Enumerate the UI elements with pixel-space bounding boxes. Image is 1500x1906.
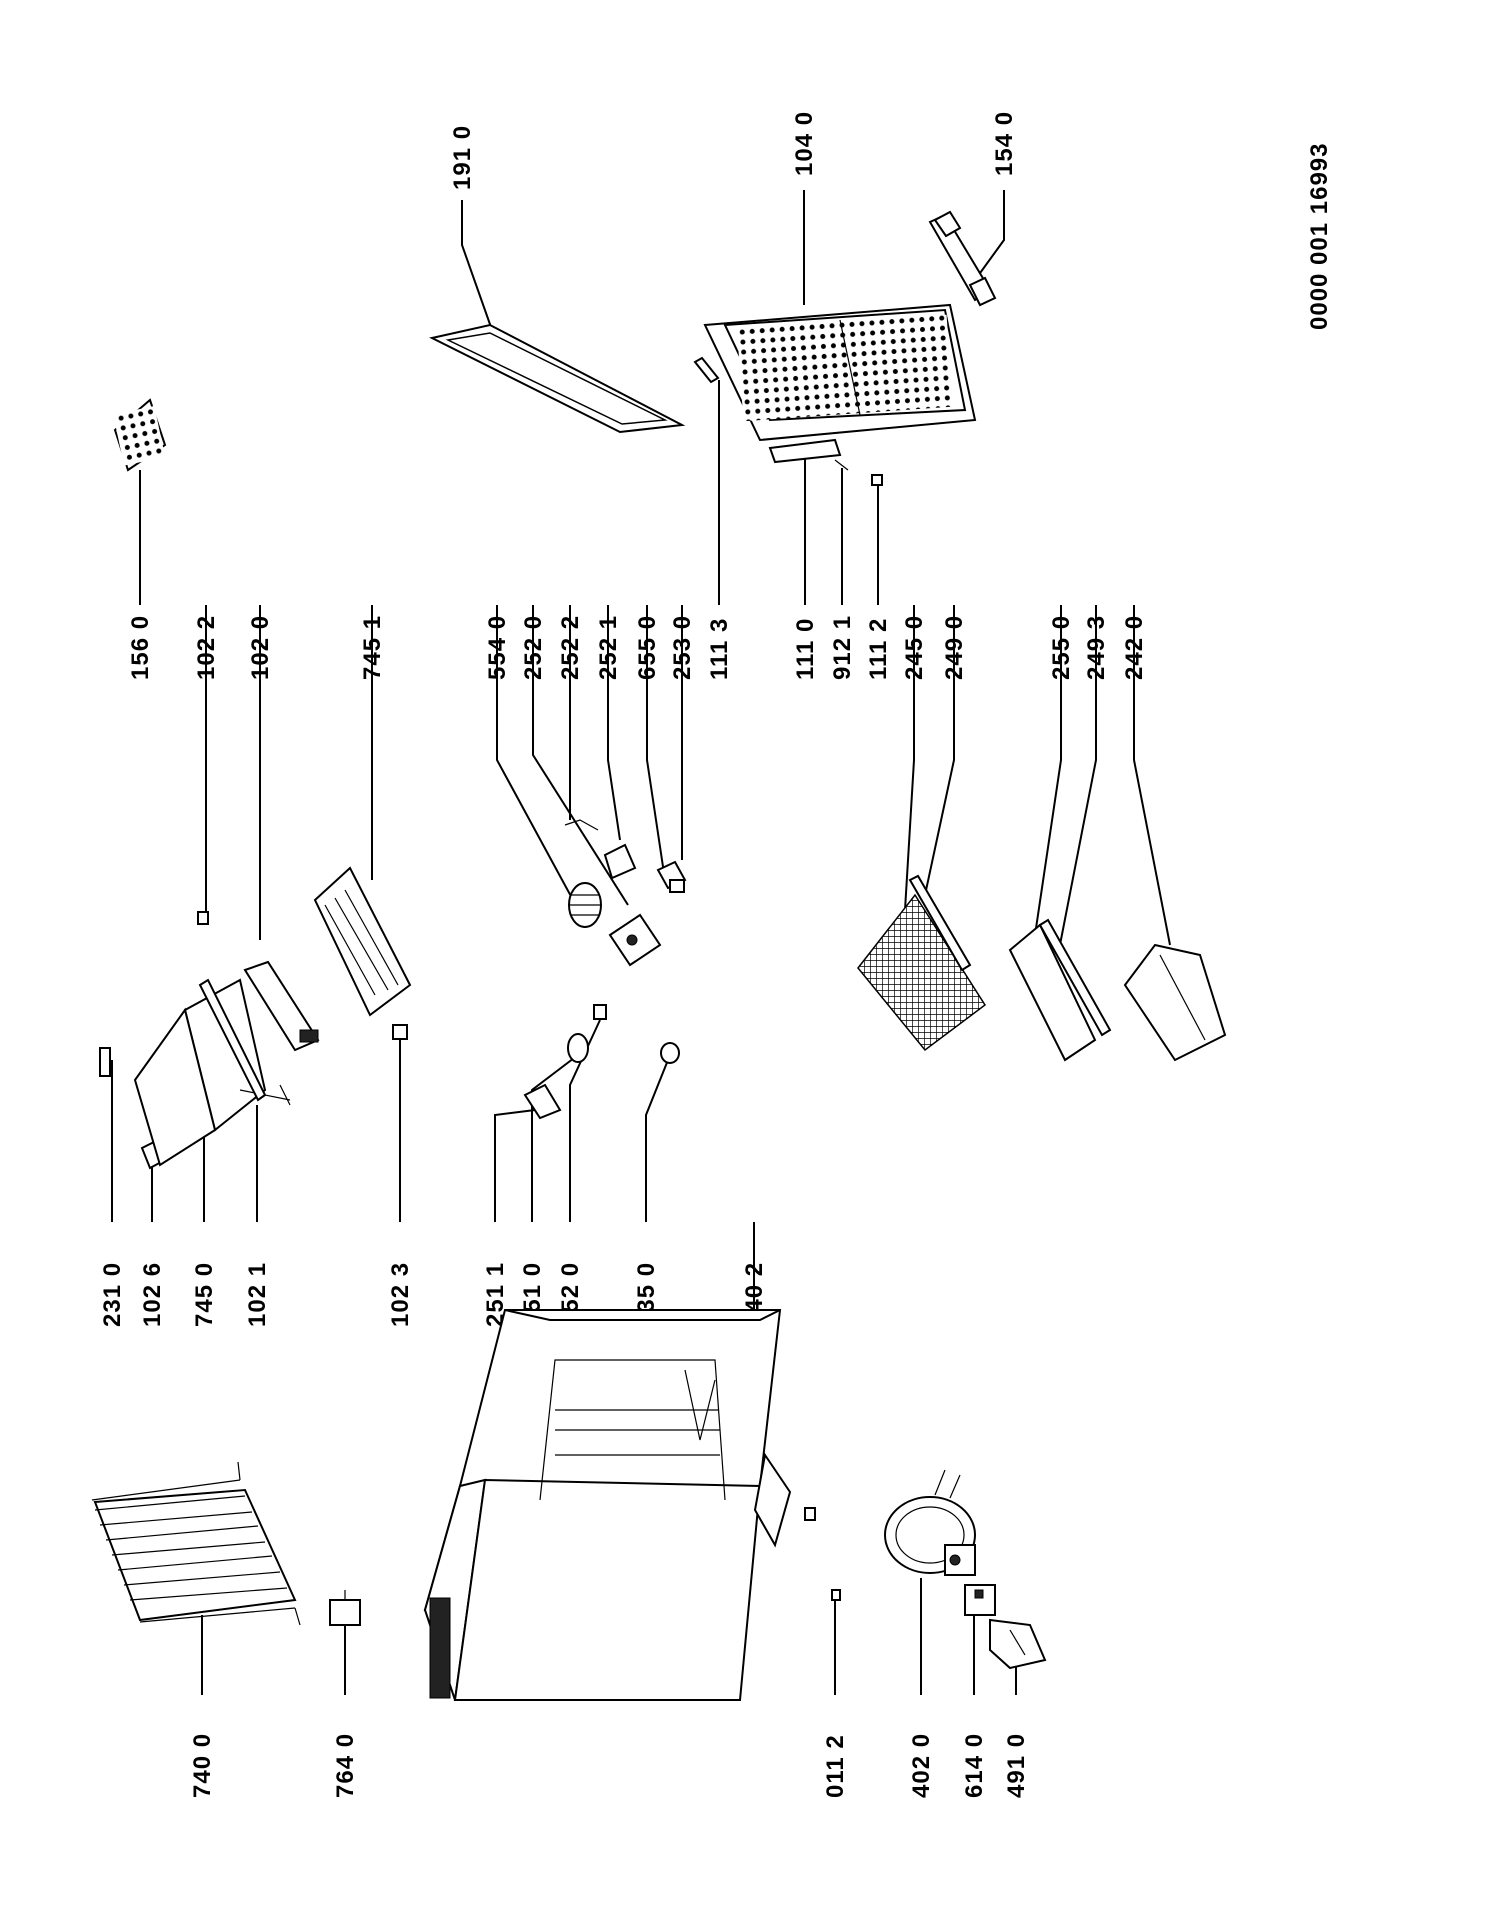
- thermostat-housing: [608, 913, 662, 967]
- leader-335-0: [645, 1059, 669, 1222]
- crisper: [1123, 943, 1227, 1062]
- bracket: [753, 1452, 841, 1601]
- leader-154-0: [974, 190, 1005, 281]
- terminal-block: [523, 1083, 562, 1120]
- label-191-0: 191 0: [449, 125, 476, 190]
- shelf-frame: [313, 866, 412, 1017]
- leader-242-0: [1133, 605, 1171, 946]
- label-102-1: 102 1: [244, 1262, 271, 1327]
- label-402-0: 402 0: [908, 1733, 935, 1798]
- leader-lines: [111, 190, 1171, 1695]
- label-102-6: 102 6: [139, 1262, 166, 1327]
- filter-drier: [329, 1590, 361, 1635]
- hinge-bush: [871, 474, 883, 486]
- label-491-0: 491 0: [1003, 1733, 1030, 1798]
- ice-tray: [113, 398, 167, 472]
- leader-191-0: [461, 200, 493, 331]
- condenser-coil: [91, 1461, 301, 1626]
- relay: [964, 1584, 996, 1616]
- label-102-3: 102 3: [387, 1262, 414, 1327]
- switch: [603, 843, 637, 880]
- door-panel: [703, 303, 977, 442]
- leader-255-0: [1034, 605, 1062, 936]
- hinge-pin: [693, 356, 720, 384]
- grommet: [660, 1042, 680, 1064]
- leader-652-0: [569, 1019, 601, 1222]
- leader-252-1: [607, 605, 621, 841]
- hinge-plate: [768, 438, 842, 464]
- label-111-2: 111 2: [865, 618, 892, 680]
- label-156-0: 156 0: [127, 615, 154, 680]
- clip: [197, 911, 209, 925]
- leader-249-3: [1057, 605, 1097, 956]
- label-104-0: 104 0: [791, 111, 818, 176]
- glass-trim: [1038, 918, 1112, 1037]
- spring: [568, 882, 602, 928]
- label-111-0: 111 0: [792, 618, 819, 680]
- connector: [669, 879, 685, 893]
- lamp-socket: [567, 1033, 589, 1063]
- label-745-0: 745 0: [191, 1262, 218, 1327]
- thermostat-knob: [99, 1047, 111, 1077]
- wire: [564, 819, 599, 831]
- cabinet: [423, 1309, 782, 1701]
- leader-252-0: [532, 605, 629, 906]
- leader-251-1: [494, 1109, 536, 1222]
- compressor: [884, 1469, 976, 1576]
- small-part: [593, 1004, 607, 1020]
- label-111-3: 111 3: [706, 618, 733, 680]
- screw: [834, 459, 849, 471]
- parts: [91, 210, 1227, 1701]
- shelf-trim: [908, 874, 972, 972]
- glass-shelf: [1008, 923, 1097, 1062]
- label-614-0: 614 0: [961, 1733, 988, 1798]
- rail: [198, 978, 267, 1102]
- label-740-0: 740 0: [189, 1733, 216, 1798]
- relay-cover: [989, 1618, 1047, 1670]
- leader-245-0: [904, 605, 915, 911]
- door-gasket: [429, 323, 686, 434]
- evaporator-plate: [133, 978, 291, 1167]
- label-154-0: 154 0: [991, 111, 1018, 176]
- label-231-0: 231 0: [99, 1262, 126, 1327]
- label-011-2: 011 2: [822, 1734, 849, 1798]
- diagram-code: 0000 001 16993: [1306, 142, 1333, 330]
- drawer-front: [243, 960, 320, 1052]
- clip-2: [392, 1024, 408, 1040]
- leader-554-0: [496, 605, 574, 901]
- wire-shelf: [857, 893, 987, 1052]
- label-764-0: 764 0: [332, 1733, 359, 1798]
- leader-655-0: [646, 605, 666, 881]
- leader-651-0: [531, 1054, 579, 1222]
- leader-249-0: [924, 605, 955, 896]
- label-912-1: 912 1: [829, 615, 856, 680]
- door-rack: [928, 210, 997, 307]
